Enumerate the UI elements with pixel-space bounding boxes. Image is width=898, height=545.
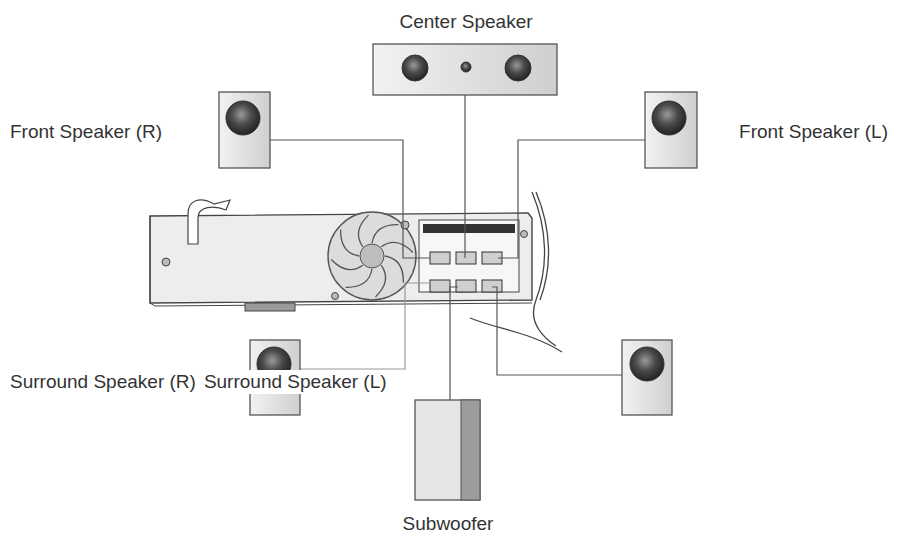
speaker-cabinet: [219, 92, 270, 168]
power-cord: [188, 200, 230, 244]
speaker-terminal: [456, 280, 476, 292]
front-speaker-right: [219, 92, 270, 168]
woofer: [652, 101, 686, 135]
speaker-label: Center Speaker: [397, 10, 534, 34]
speaker-terminal: [482, 280, 502, 292]
speaker-terminal: [430, 252, 450, 264]
front-speaker-left: [645, 92, 697, 168]
screw: [162, 258, 170, 266]
woofer: [226, 101, 260, 135]
receiver-body: [150, 213, 532, 303]
speaker-terminal: [430, 280, 450, 292]
tweeter: [461, 62, 471, 72]
speaker-wire: [270, 95, 645, 400]
speaker-cabinet: [645, 92, 697, 168]
speaker-label: Surround Speaker (L): [202, 370, 389, 394]
fan-blade: [381, 242, 413, 252]
speaker-label: Subwoofer: [401, 512, 496, 536]
terminal-plate: [419, 220, 519, 292]
fan-blade: [385, 256, 403, 282]
receiver-foot: [245, 303, 295, 311]
subwoofer-unit: [415, 400, 480, 500]
speaker-label: Surround Speaker (R): [8, 370, 198, 394]
woofer: [630, 347, 664, 381]
speaker-terminal: [456, 252, 476, 264]
speaker-wire: [464, 95, 465, 258]
fan-blade: [346, 269, 372, 287]
surround-speaker-left: [622, 340, 672, 415]
fan-hub: [360, 244, 384, 268]
receiver-unit: [150, 200, 532, 311]
speaker-label: Front Speaker (L): [737, 120, 890, 144]
woofer: [505, 55, 531, 81]
screw: [162, 221, 528, 300]
speaker-cabinet: [622, 340, 672, 415]
terminal-header: [423, 224, 515, 233]
speaker-wire: [300, 283, 430, 369]
woofer: [402, 55, 428, 81]
fan-blade: [372, 225, 398, 243]
subwoofer-side: [461, 400, 480, 500]
fan-blade: [375, 265, 385, 297]
screw: [401, 221, 409, 229]
speaker-wire: [270, 140, 430, 258]
fan-blade: [358, 215, 368, 247]
subwoofer-cabinet: [415, 400, 480, 500]
speaker-terminal-panel: [419, 220, 519, 292]
cable: [470, 318, 562, 352]
cable: [532, 192, 556, 346]
fan-blade: [331, 259, 363, 269]
fan-blade: [341, 230, 359, 256]
speaker-wire: [498, 140, 645, 258]
screw: [521, 231, 528, 238]
screw: [332, 293, 339, 300]
speaker-label: Front Speaker (R): [8, 120, 164, 144]
terminal-group: [430, 252, 502, 292]
speaker-cabinet: [373, 44, 557, 95]
speaker-wire: [450, 287, 458, 400]
center-speaker: [373, 44, 557, 95]
speaker-wire: [492, 287, 622, 375]
cable: [536, 192, 549, 300]
